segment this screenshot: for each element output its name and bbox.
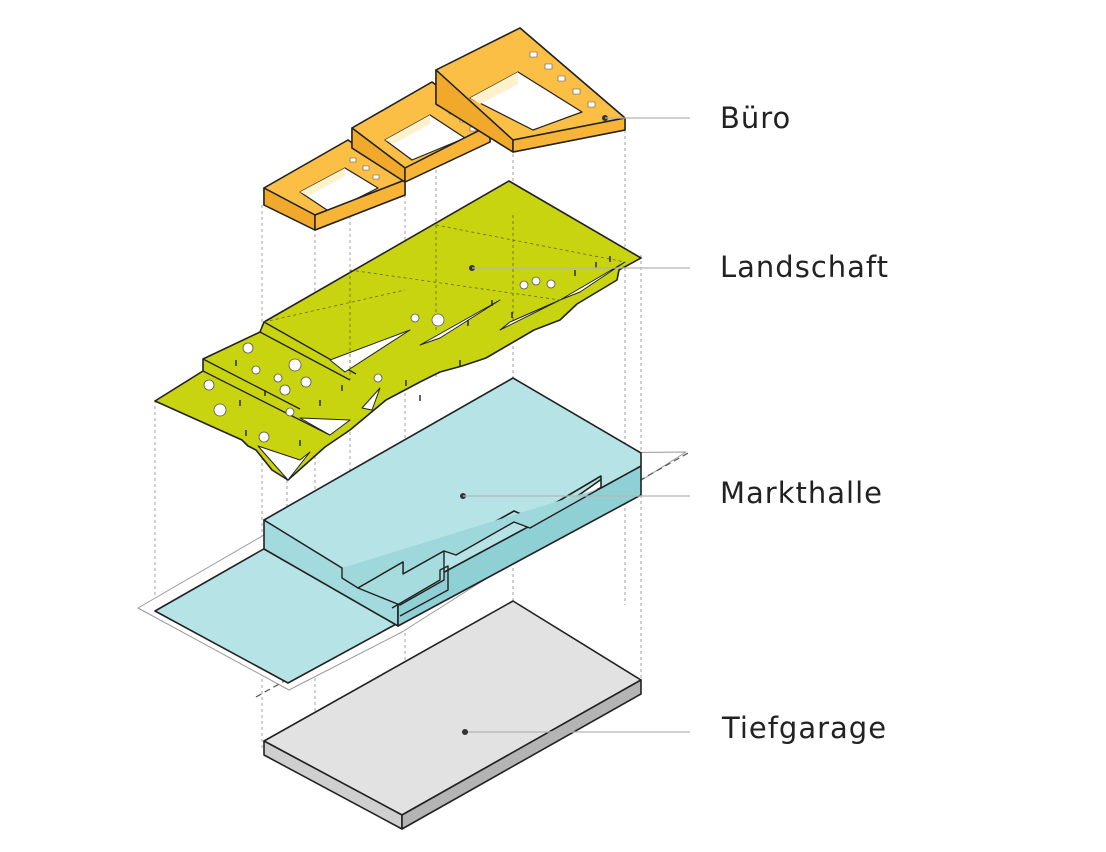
label-buero: Büro <box>720 101 792 135</box>
landscape-fold <box>419 299 501 346</box>
buero-block-large <box>435 27 626 153</box>
markthalle-inner-block <box>357 550 445 606</box>
tree <box>546 279 556 289</box>
tree <box>431 313 445 327</box>
landscape-fold <box>299 417 351 436</box>
markthalle-step <box>391 565 449 617</box>
tree <box>373 373 383 383</box>
label-landschaft: Landschaft <box>720 250 889 284</box>
tree <box>300 376 312 388</box>
landschaft-layer <box>154 180 642 481</box>
tree <box>273 373 283 383</box>
tree <box>251 365 261 375</box>
landscape-fold <box>559 261 626 301</box>
tiefgarage-layer <box>263 600 642 830</box>
tree <box>203 379 215 391</box>
trees <box>203 276 556 443</box>
landscape-grid <box>263 215 626 380</box>
landscape-fold <box>257 445 311 481</box>
terrace-edge <box>259 331 351 381</box>
tree <box>410 313 420 323</box>
tree <box>279 384 291 396</box>
tiefgarage-marker <box>462 729 468 735</box>
label-tiefgarage: Tiefgarage <box>722 711 888 745</box>
tree <box>288 358 302 372</box>
tree <box>213 403 227 417</box>
terrace-edge <box>202 358 301 410</box>
tiefgarage-side-right <box>401 679 642 830</box>
landscape-fold <box>499 299 561 331</box>
tree <box>531 276 541 286</box>
tree <box>519 280 529 290</box>
tree <box>258 431 270 443</box>
markthalle-layer <box>137 377 691 698</box>
leader-lines <box>463 117 690 733</box>
tree <box>285 407 295 417</box>
label-markthalle: Markthalle <box>720 476 883 510</box>
landscape-fold <box>361 387 381 411</box>
tree <box>242 342 254 354</box>
terrace-edge <box>202 370 331 436</box>
buero-layer <box>263 27 626 231</box>
people <box>235 256 611 446</box>
